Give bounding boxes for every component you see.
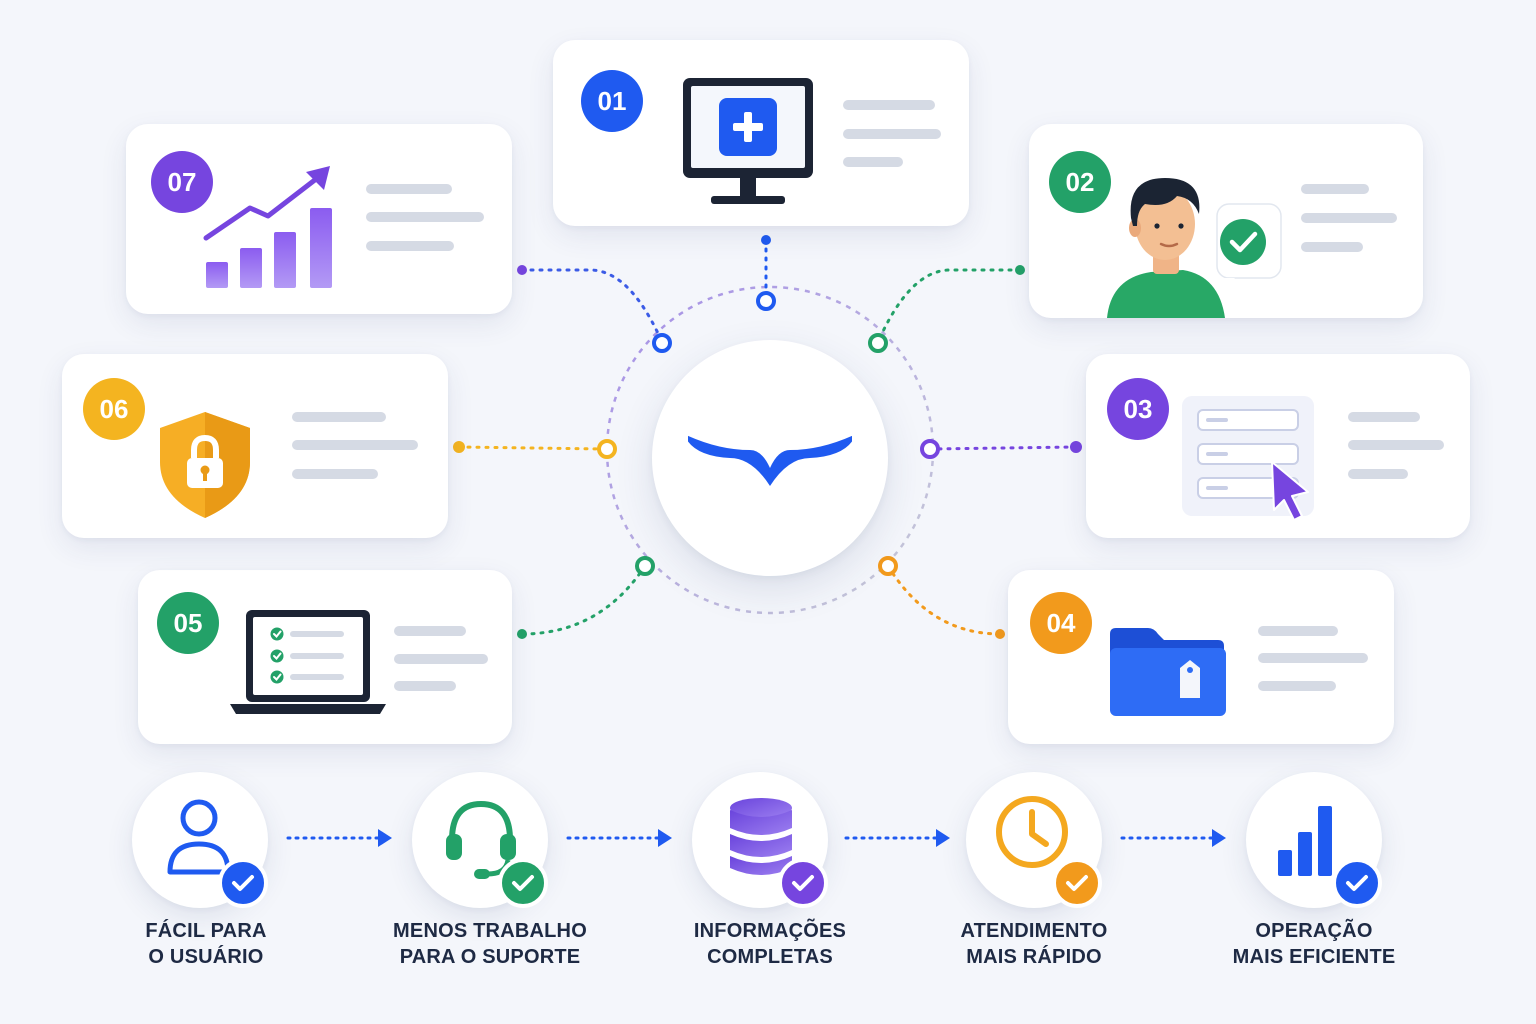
node-05 (635, 556, 655, 576)
feature-card-06: 06 (62, 354, 448, 538)
connector-05 (520, 564, 647, 636)
database-icon (730, 798, 792, 875)
node-07 (652, 333, 672, 353)
check-badge (1332, 858, 1382, 908)
node-06 (597, 439, 617, 459)
step-user (132, 772, 268, 908)
folder-tag-icon (1110, 628, 1226, 716)
connector-04 (886, 564, 1002, 636)
step-label-user: FÁCIL PARA O USUÁRIO (145, 920, 267, 968)
step-fast (966, 772, 1102, 908)
step-label-fast: ATENDIMENTO MAIS RÁPIDO (960, 920, 1108, 968)
check-badge (778, 858, 828, 908)
step-label-efficient: OPERAÇÃO MAIS EFICIENTE (1232, 920, 1396, 968)
step-info (692, 772, 828, 908)
node-01 (756, 291, 776, 311)
card-number-badge: 01 (581, 70, 643, 132)
monitor-plus-icon (683, 78, 813, 204)
support-agent-check-icon (1107, 178, 1282, 318)
node-04 (878, 556, 898, 576)
bar-chart-icon (1278, 806, 1332, 876)
node-02 (868, 333, 888, 353)
connector-03 (928, 445, 1078, 451)
flow-arrow-2 (566, 829, 672, 847)
form-cursor-icon (1182, 396, 1314, 521)
connector-02 (876, 268, 1022, 344)
card-number-badge: 02 (1049, 151, 1111, 213)
flow-arrow-1 (286, 829, 392, 847)
clock-icon (996, 796, 1068, 868)
card-number-badge: 04 (1030, 592, 1092, 654)
feature-card-07: 07 (126, 124, 512, 314)
check-badge (1052, 858, 1102, 908)
brand-wings-logo-icon (688, 435, 852, 486)
step-label-info: INFORMAÇÕES COMPLETAS (693, 920, 847, 968)
laptop-checklist-icon (230, 610, 386, 714)
feature-card-02: 02 (1029, 124, 1423, 318)
card-number-badge: 03 (1107, 378, 1169, 440)
step-efficient (1246, 772, 1382, 908)
node-03 (920, 439, 940, 459)
card-number-badge: 05 (157, 592, 219, 654)
feature-card-04: 04 (1008, 570, 1394, 744)
flow-arrow-4 (1120, 829, 1226, 847)
connector-06 (457, 445, 609, 451)
feature-card-01: 01 (553, 40, 969, 226)
feature-card-03: 03 (1086, 354, 1470, 538)
flow-arrow-3 (844, 829, 950, 847)
check-badge (218, 858, 268, 908)
feature-card-05: 05 (138, 570, 512, 744)
step-support (412, 772, 548, 908)
check-badge (498, 858, 548, 908)
connector-07 (520, 268, 664, 344)
card-number-badge: 07 (151, 151, 213, 213)
growth-chart-icon (203, 166, 332, 288)
central-hub (652, 340, 888, 576)
step-label-support: MENOS TRABALHO PARA O SUPORTE (393, 920, 587, 968)
card-number-badge: 06 (83, 378, 145, 440)
shield-lock-icon (160, 412, 250, 518)
